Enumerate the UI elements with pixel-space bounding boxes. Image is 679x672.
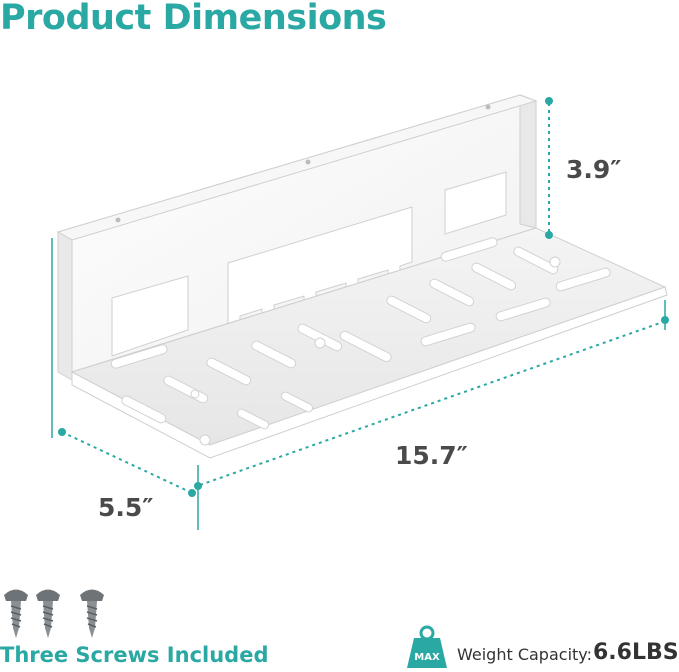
depth-dimension-label: 5.5″ bbox=[98, 493, 154, 522]
page-title: Product Dimensions bbox=[0, 0, 387, 38]
weight-icon: MAX bbox=[407, 625, 447, 668]
height-dimension-label: 3.9″ bbox=[566, 155, 622, 184]
shelf-front-lip bbox=[71, 286, 668, 459]
screws-icon-group bbox=[4, 589, 104, 638]
screw-icon bbox=[80, 589, 104, 638]
weight-capacity-value: 6.6LBS bbox=[593, 640, 679, 665]
dimension-lines bbox=[51, 97, 669, 530]
screw-icon bbox=[4, 589, 28, 638]
screw-icon bbox=[36, 589, 60, 638]
mounting-holes bbox=[115, 104, 491, 223]
shelf-left-side bbox=[57, 231, 73, 381]
shelf-slots bbox=[110, 237, 611, 446]
weight-badge-text: MAX bbox=[414, 652, 440, 663]
screws-included-label: Three Screws Included bbox=[0, 643, 269, 667]
length-dimension-label: 15.7″ bbox=[395, 441, 468, 470]
weight-capacity-label: Weight Capacity: bbox=[457, 645, 592, 664]
shelf-back-edge bbox=[519, 94, 537, 229]
